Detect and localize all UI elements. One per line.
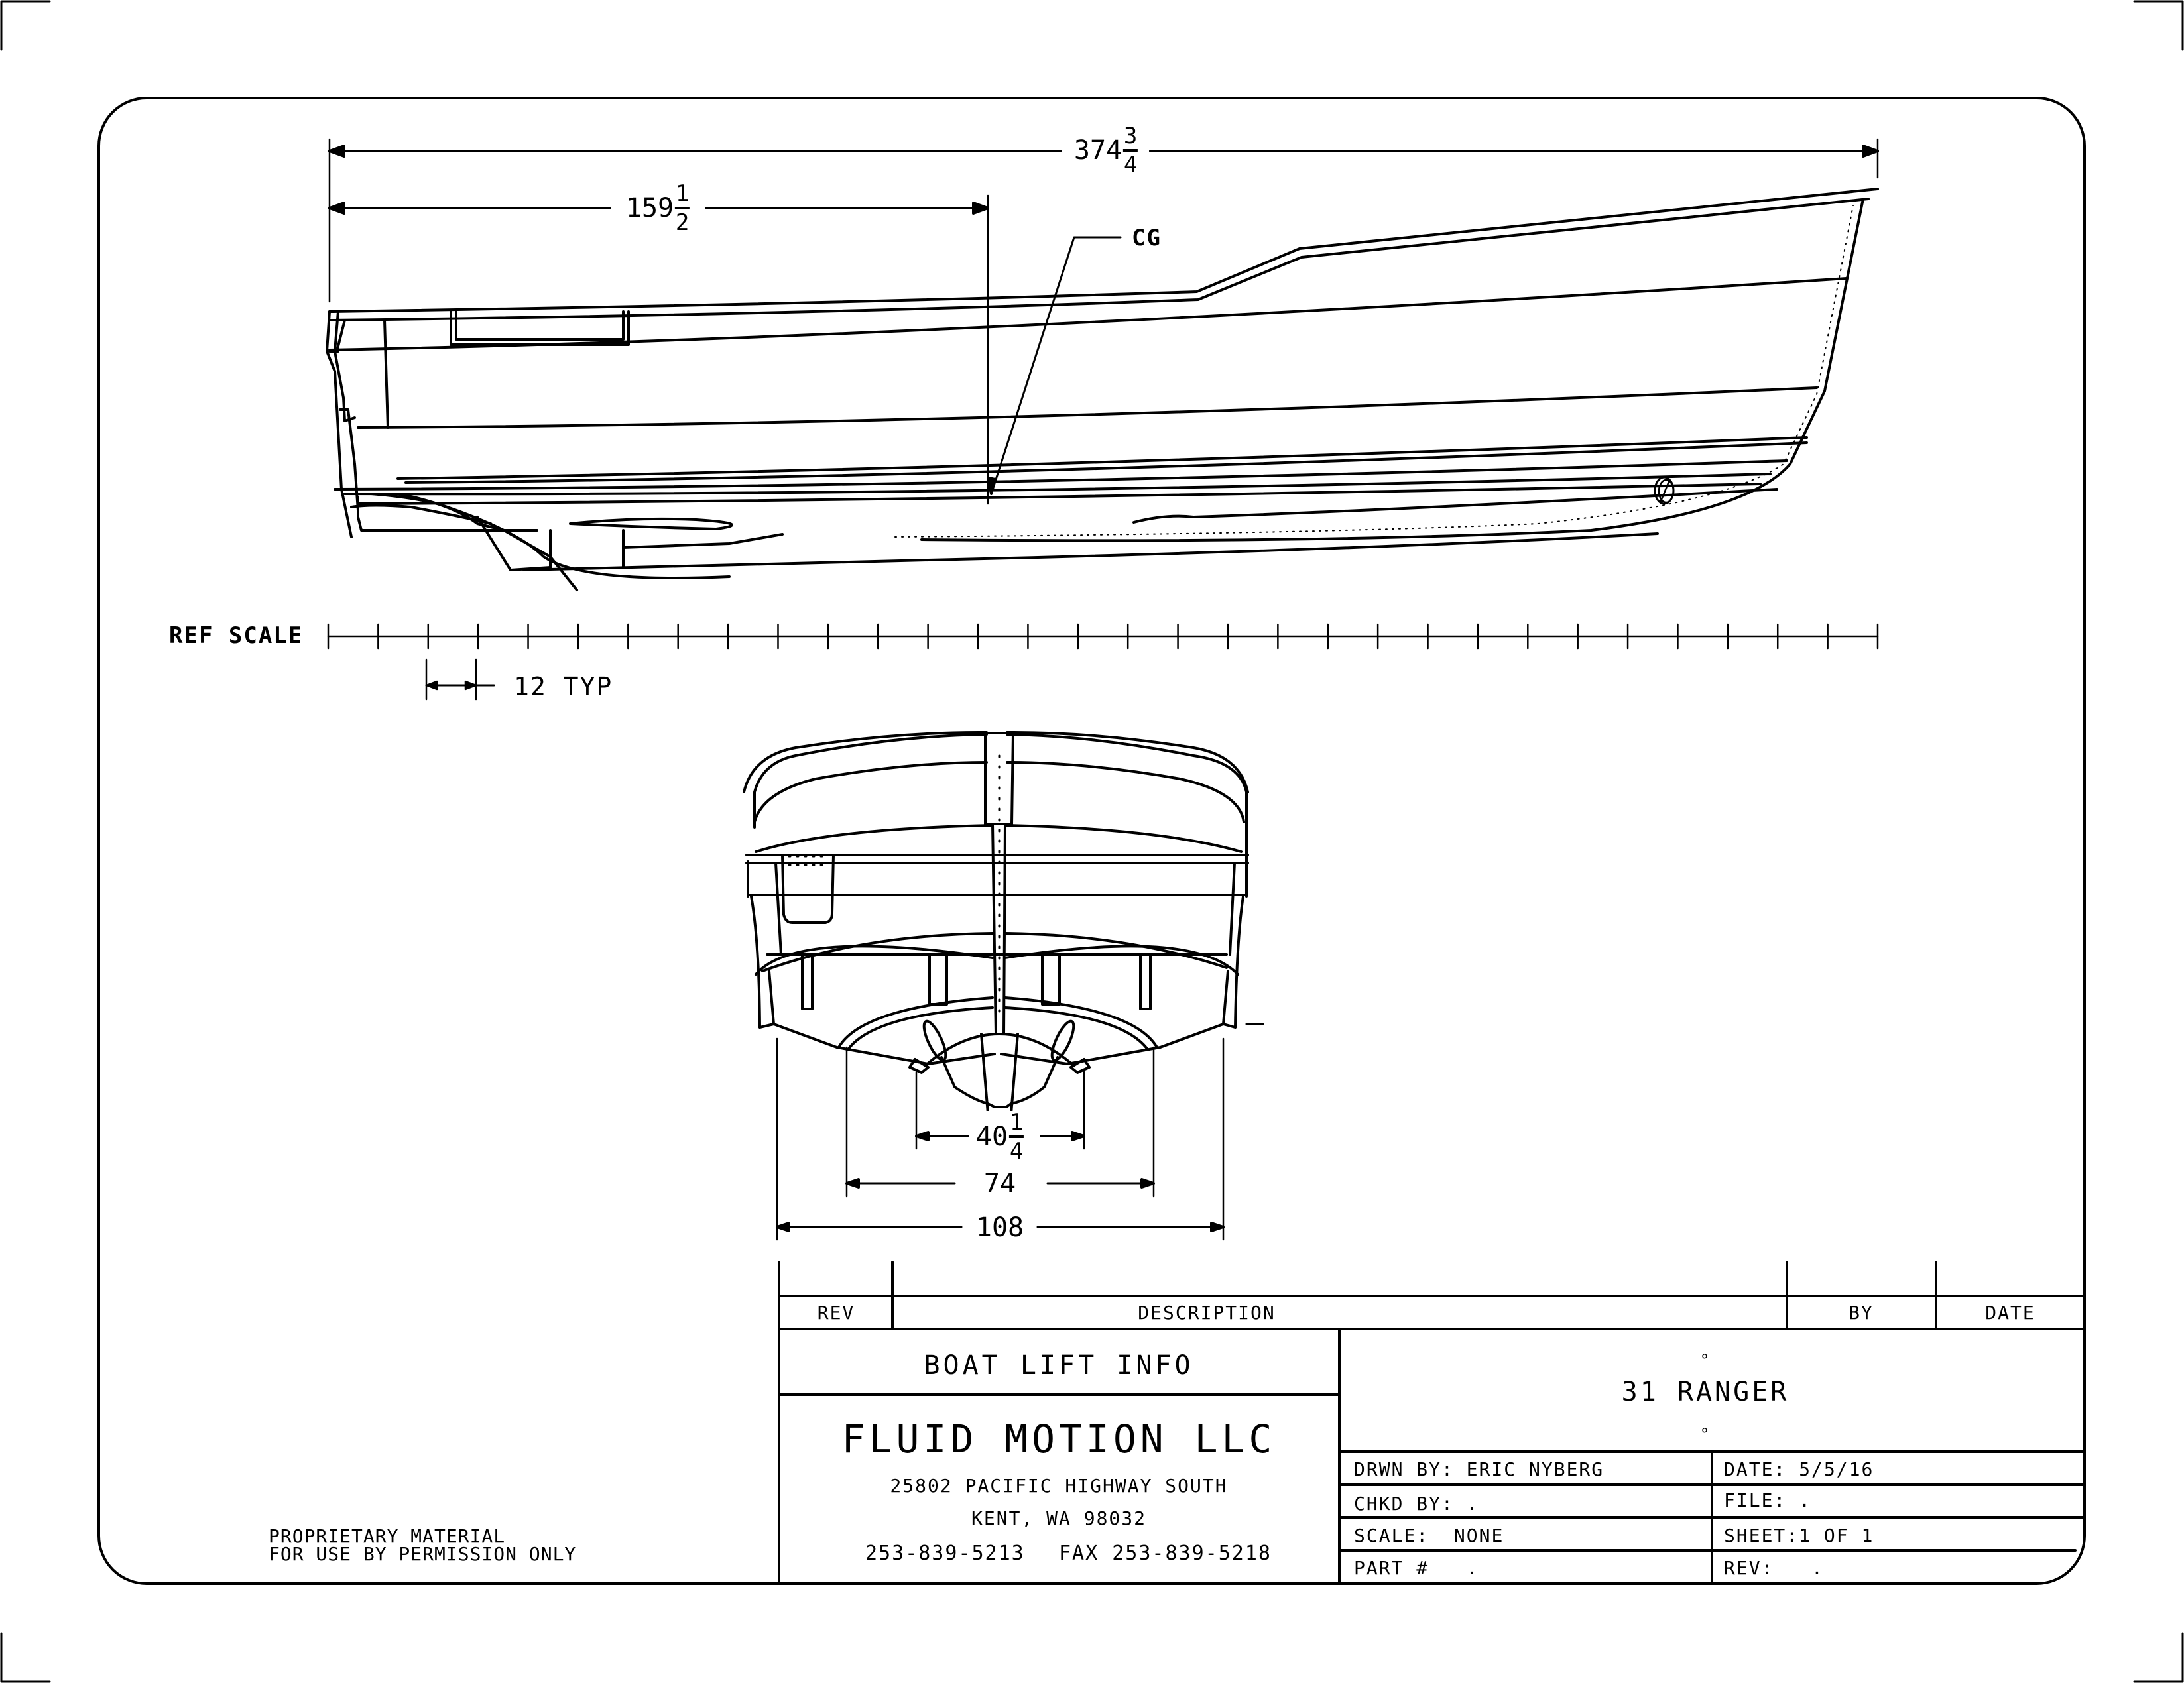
dimension-denominator: 2	[675, 209, 690, 236]
dimension-numerator: 1	[675, 180, 690, 207]
proprietary-notice-line1: PROPRIETARY MATERIAL	[269, 1525, 506, 1547]
stern-overall-dimension: 108	[966, 1212, 1034, 1243]
company-name: FLUID MOTION LLC	[841, 1417, 1276, 1462]
date-header: DATE	[1985, 1302, 2035, 1324]
company-address-line1: 25802 PACIFIC HIGHWAY SOUTH	[890, 1475, 1228, 1497]
dimension-numerator: 3	[1123, 123, 1138, 149]
dimension-denominator: 4	[1009, 1138, 1024, 1165]
dimension-whole: 374	[1073, 135, 1122, 166]
scale-field: SCALE: NONE	[1354, 1527, 1504, 1545]
title-block-lines	[778, 1261, 2086, 1585]
file-label: FILE:	[1724, 1489, 1787, 1511]
file-value: .	[1799, 1489, 1812, 1511]
part-number-field: PART # .	[1354, 1559, 1479, 1578]
drawing-subtitle: BOAT LIFT INFO	[924, 1350, 1194, 1381]
scale-value: NONE	[1453, 1525, 1504, 1546]
side-profile-view	[326, 138, 1879, 591]
part-number-value: .	[1466, 1557, 1479, 1579]
checked-by-label: CHKD BY:	[1354, 1493, 1454, 1515]
drawn-by-field: DRWN BY: ERIC NYBERG	[1354, 1460, 1604, 1479]
overall-length-dimension: 374 3 4	[1064, 123, 1148, 178]
company-fax: FAX 253-839-5218	[1059, 1542, 1272, 1565]
title-dot-bottom: °	[1699, 1425, 1711, 1444]
rev-value: .	[1811, 1557, 1824, 1579]
sheet-value: 1 OF 1	[1799, 1525, 1874, 1546]
checked-by-value: .	[1466, 1493, 1479, 1515]
company-phone: 253-839-5213	[865, 1542, 1025, 1565]
date-field: DATE: 5/5/16	[1724, 1460, 1874, 1479]
stern-inner-dimension: 40 1 4	[971, 1109, 1028, 1165]
rev-label: REV:	[1724, 1557, 1774, 1579]
dimension-denominator: 4	[1123, 152, 1138, 178]
date-label: DATE:	[1724, 1458, 1787, 1480]
file-field: FILE: .	[1724, 1491, 1811, 1510]
scale-label: SCALE:	[1354, 1525, 1429, 1546]
ref-scale-interval-label: 12 TYP	[514, 672, 613, 701]
title-dot-top: °	[1699, 1351, 1711, 1369]
drawn-by-label: DRWN BY:	[1354, 1458, 1454, 1480]
sheet-field: SHEET:1 OF 1	[1724, 1527, 1874, 1545]
sheet-label: SHEET:	[1724, 1525, 1799, 1546]
project-title: 31 RANGER	[1621, 1377, 1790, 1407]
part-number-label: PART #	[1354, 1557, 1429, 1579]
stern-view	[743, 730, 1264, 1241]
rev-field: REV: .	[1724, 1559, 1824, 1578]
ref-scale-bar	[327, 623, 1879, 701]
date-value: 5/5/16	[1799, 1458, 1874, 1480]
checked-by-field: CHKD BY: .	[1354, 1495, 1479, 1513]
border-frame	[97, 97, 2086, 1585]
dimension-numerator: 1	[1009, 1109, 1024, 1135]
dimension-whole: 159	[625, 193, 674, 223]
cg-label: CG	[1132, 225, 1162, 251]
stern-middle-dimension: 74	[974, 1169, 1026, 1199]
ref-scale-label: REF SCALE	[169, 622, 304, 649]
by-header: BY	[1849, 1302, 1874, 1324]
description-header: DESCRIPTION	[1138, 1302, 1276, 1324]
proprietary-notice-line2: FOR USE BY PERMISSION ONLY	[269, 1543, 577, 1565]
company-address-line2: KENT, WA 98032	[971, 1507, 1147, 1529]
drawn-by-value: ERIC NYBERG	[1466, 1458, 1605, 1480]
rev-header: REV	[817, 1302, 855, 1324]
dimension-whole: 40	[975, 1122, 1008, 1152]
